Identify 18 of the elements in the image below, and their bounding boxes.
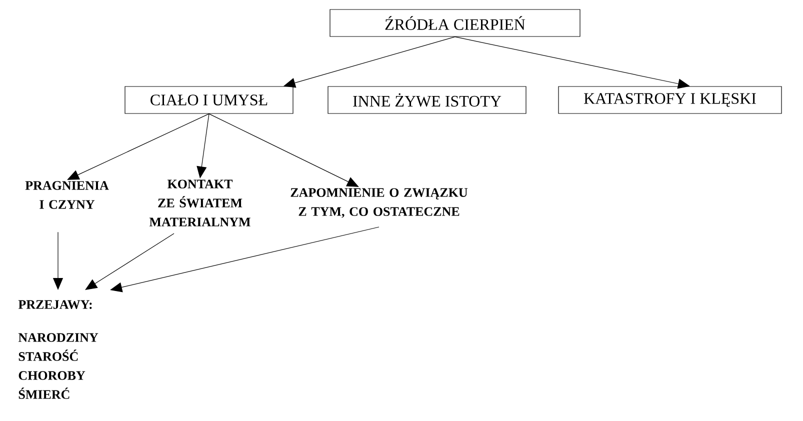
list-item: PRZEJAWY: — [18, 300, 92, 309]
list-item: ŚMIERĆ — [18, 388, 70, 399]
title-box: KATASTROFY I KLĘSKI — [558, 86, 782, 114]
arrow — [67, 114, 210, 180]
node-label: KONTAKT ZE ŚWIATEM MATERIALNYM — [149, 180, 250, 226]
list-item: STAROŚĆ — [18, 350, 78, 361]
arrow — [208, 114, 359, 187]
list-item: NARODZINY — [18, 333, 98, 342]
arrow — [454, 36, 690, 89]
title-box: ŹRÓDŁA CIERPIEŃ — [330, 9, 580, 37]
title-box: CIAŁO I UMYSŁ — [124, 86, 294, 114]
arrow — [110, 226, 380, 292]
node-label: PRAGNIENIA I CZYNY — [25, 181, 109, 209]
arrow — [85, 233, 174, 290]
title-box: INNE ŻYWE ISTOTY — [328, 86, 526, 114]
list-item: CHOROBY — [18, 371, 86, 380]
arrow — [196, 114, 210, 178]
node-label: ZAPOMNIENIE O ZWIĄZKU Z TYM, CO OSTATECZNE — [290, 188, 468, 218]
